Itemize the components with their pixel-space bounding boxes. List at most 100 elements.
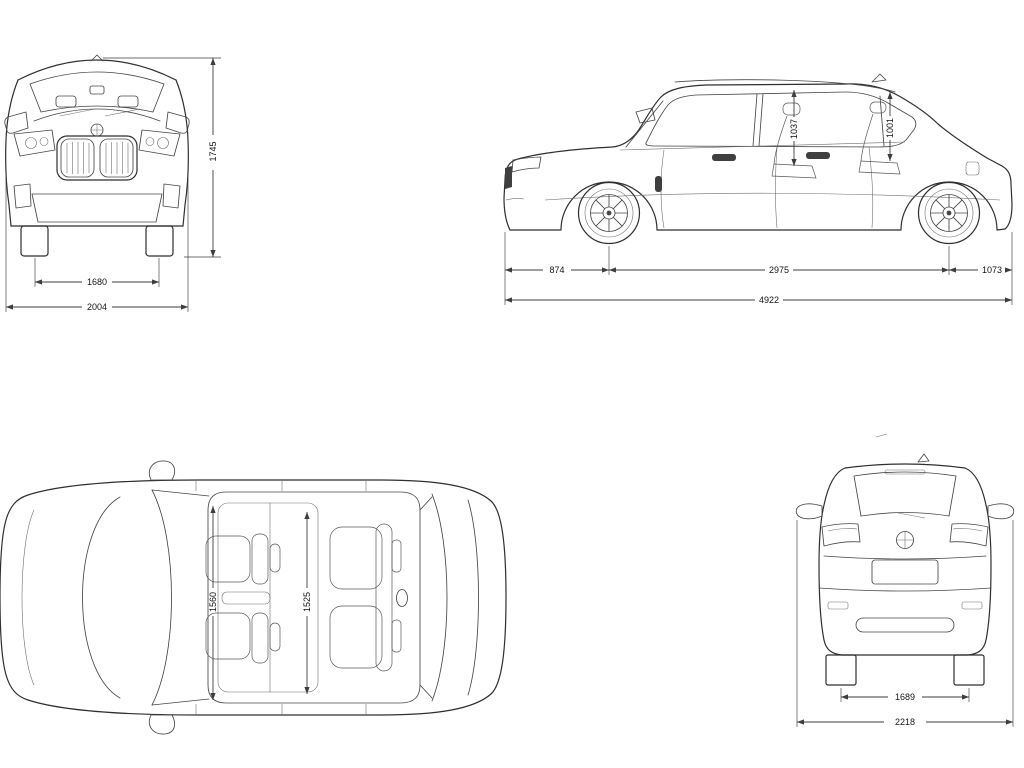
side-door-handle-rear xyxy=(806,152,830,159)
rear-track-label: 1689 xyxy=(895,692,915,702)
front-headlight-right-ring-outer xyxy=(157,137,169,149)
side-front-headroom-label: 1037 xyxy=(789,119,799,139)
side-rear-headroom-dimension: 1001 xyxy=(885,92,895,161)
rear-width-dimension: 2218 xyxy=(797,717,1013,727)
front-grille-slats-right xyxy=(105,142,129,174)
front-headrest-right xyxy=(117,95,139,108)
top-shark-fin-antenna xyxy=(396,589,408,607)
front-windshield xyxy=(29,71,165,113)
front-kidney-right xyxy=(99,138,134,178)
top-rear-interior-width-dimension: 1525 xyxy=(302,512,312,694)
front-headlight-left-ring-inner xyxy=(39,137,49,146)
side-wheelbase-dimension: 2975 xyxy=(609,265,949,275)
front-antenna-fin xyxy=(90,54,104,62)
top-rear-window xyxy=(431,493,448,702)
top-front-interior-width-dimension: 1560 xyxy=(208,506,218,700)
side-fuel-door xyxy=(965,161,980,176)
side-rear-wheel xyxy=(917,181,981,245)
front-headlight-right-ring-inner xyxy=(145,137,155,146)
side-front-wheel xyxy=(577,181,641,245)
rear-width-label: 2218 xyxy=(895,717,915,727)
side-rear-overhang-dimension: 1073 xyxy=(949,265,1012,275)
rear-reflector-right xyxy=(961,601,983,610)
rear-bumper-top-line xyxy=(818,587,992,592)
rear-license-plate-recess xyxy=(871,559,939,585)
side-antenna-fin xyxy=(871,73,887,83)
side-character-line xyxy=(544,192,1001,201)
rear-diffuser-bar xyxy=(855,617,955,633)
front-height-label: 1745 xyxy=(208,141,218,161)
side-glasshouse xyxy=(645,91,917,148)
rear-tire-right xyxy=(953,654,985,686)
rear-track-dimension: 1689 xyxy=(841,692,969,702)
side-front-bumper-line xyxy=(505,198,525,201)
top-a-pillars xyxy=(151,489,210,706)
side-door-seams xyxy=(660,146,874,229)
top-door-seam-ticks xyxy=(195,480,367,715)
top-front-grille-line xyxy=(21,509,35,686)
front-kidney-left xyxy=(60,138,95,178)
rear-taillight-right-detail xyxy=(952,528,983,532)
top-front-seat-right xyxy=(205,612,281,664)
front-track-label: 1680 xyxy=(87,277,107,287)
side-wheelbase-label: 2975 xyxy=(769,265,789,275)
top-view: 1560 1525 xyxy=(0,460,507,735)
rear-taillight-right xyxy=(949,523,989,547)
front-width-dimension: 2004 xyxy=(5,172,189,312)
top-body-outline xyxy=(0,479,507,716)
front-headrest-left xyxy=(55,95,77,108)
side-fender-vent xyxy=(655,176,662,192)
front-tire-left xyxy=(20,225,49,257)
front-width-label: 2004 xyxy=(87,302,107,312)
rear-stray-antenna-mark xyxy=(875,433,888,438)
top-windshield-base xyxy=(151,489,172,706)
front-grille-slats-left xyxy=(66,142,90,174)
side-body-outline xyxy=(503,83,1013,231)
front-headlight-left xyxy=(13,129,56,157)
rear-mirror-right xyxy=(987,503,1015,520)
rear-third-brake-light xyxy=(884,469,926,475)
front-corner-inlet-left xyxy=(13,183,32,209)
side-length-dimension: 4922 xyxy=(505,295,1012,305)
front-headlight-right xyxy=(138,129,181,157)
top-mirror-left xyxy=(148,460,176,481)
rear-mirror-left xyxy=(795,503,823,520)
top-center-console xyxy=(221,591,271,605)
rear-taillight-left xyxy=(821,523,861,547)
front-mirror-left xyxy=(4,111,29,134)
top-roof-panel xyxy=(207,491,421,704)
rear-tire-left xyxy=(825,654,857,686)
rear-wiper xyxy=(897,512,926,519)
side-rear-headroom-label: 1001 xyxy=(885,118,895,138)
top-rear-bench xyxy=(329,523,402,672)
front-mirror-right xyxy=(165,111,190,134)
side-extension-lines xyxy=(504,232,1013,305)
front-headlight-left-ring-outer xyxy=(25,137,37,149)
rear-body-outline xyxy=(818,463,992,656)
front-track-dimension: 1680 xyxy=(34,258,160,287)
side-front-overhang-label: 874 xyxy=(549,265,564,275)
side-door-handle-front xyxy=(712,154,736,161)
side-rear-overhang-label: 1073 xyxy=(982,265,1002,275)
front-body-right xyxy=(175,79,189,227)
top-hatch-edge xyxy=(467,499,479,696)
front-lower-grille xyxy=(31,193,163,223)
side-windshield-line xyxy=(625,100,664,148)
front-view: 1745 1680 2004 xyxy=(4,54,221,312)
side-front-seat xyxy=(771,102,817,179)
top-c-pillars xyxy=(419,496,433,699)
top-sunroof xyxy=(217,502,319,693)
side-kidney-grille xyxy=(505,166,512,189)
side-mirror xyxy=(635,107,656,124)
side-belt-line xyxy=(619,141,906,151)
rear-reflector-left xyxy=(827,601,849,610)
top-rear-interior-width-label: 1525 xyxy=(302,592,312,612)
side-quarter-window-divider xyxy=(879,95,885,147)
side-headlight xyxy=(511,156,542,173)
rear-taillight-left-detail xyxy=(827,528,858,532)
side-front-headroom-dimension: 1037 xyxy=(789,90,799,166)
front-kidney-frame xyxy=(56,135,138,181)
rear-antenna-fin xyxy=(917,453,930,463)
